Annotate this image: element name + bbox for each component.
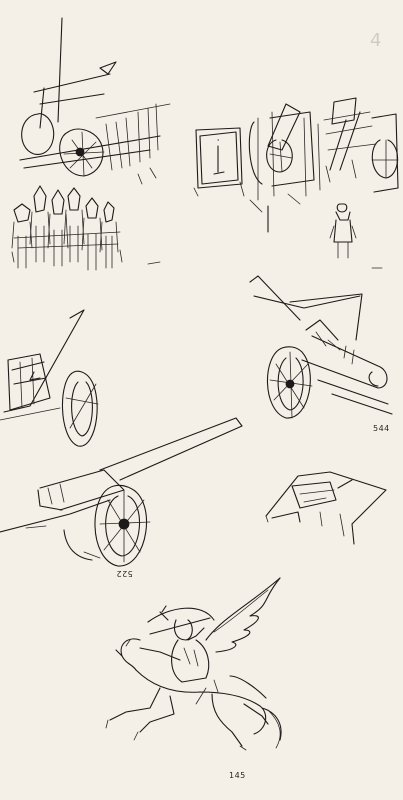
annotation-number-145: 145 <box>229 771 246 780</box>
sketch-top-right-artillery <box>193 97 399 269</box>
annotation-number-522: 522 <box>116 569 133 578</box>
sketch-winged-rider <box>105 577 282 751</box>
corner-faint-mark: 4 <box>370 30 382 51</box>
sketch-right-small-gun <box>265 471 387 545</box>
sketch-middle-left-cannon <box>0 309 99 447</box>
soldiers-group <box>11 185 123 271</box>
annotation-number-544: 544 <box>373 424 390 433</box>
sketch-center-long-cannon <box>0 417 243 567</box>
ground-mark <box>147 261 161 265</box>
sketch-top-left-artillery <box>11 17 171 271</box>
standing-soldier <box>329 203 357 259</box>
sketch-middle-right-field-gun <box>249 275 393 419</box>
